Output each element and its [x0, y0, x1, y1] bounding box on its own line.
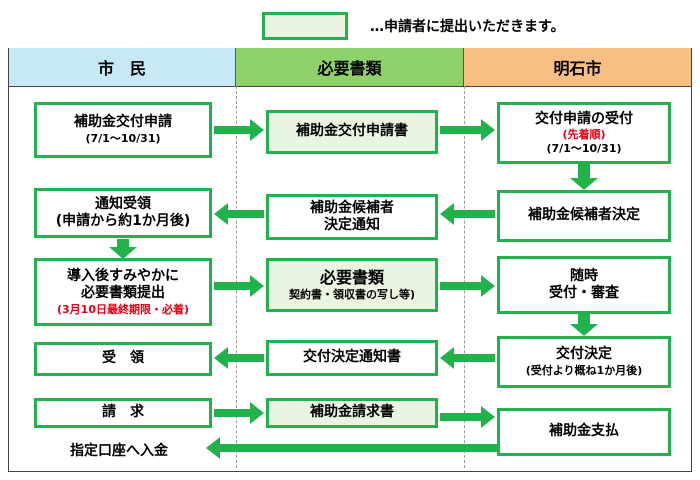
city-review-box: 随時 受付・審査: [497, 256, 671, 314]
doc-required-detail: 契約書・領収書の写し等): [288, 288, 416, 302]
city-payment-box: 補助金支払: [497, 408, 671, 456]
doc-application-label: 補助金交付申請書: [296, 123, 408, 140]
city-review-line2: 受付・審査: [549, 285, 619, 301]
doc-candidate-notice-line2: 決定通知: [324, 217, 380, 233]
arrow-down-accept-to-candidate: [570, 164, 598, 190]
citizen-receive-label: 受 領: [102, 350, 144, 367]
city-candidate-box: 補助金候補者決定: [497, 190, 671, 242]
citizen-deposit-label: 指定口座へ入金: [70, 443, 168, 459]
arrow-left-doc-to-notice: [214, 203, 264, 225]
citizen-apply-period: (7/1～10/31): [85, 131, 161, 145]
city-accept-box: 交付申請の受付 (先着順) (7/1～10/31): [497, 102, 671, 164]
legend-swatch: [262, 12, 348, 40]
citizen-apply-box: 補助金交付申請 (7/1～10/31): [34, 102, 212, 158]
city-review-line1: 随時: [570, 267, 598, 284]
column-header-citizen: 市 民: [9, 48, 236, 86]
arrow-right-submit-to-doc: [214, 275, 264, 297]
city-accept-order: (先着順): [562, 128, 606, 141]
citizen-submit-deadline: (3月10日最終期限・必着): [56, 302, 189, 316]
legend-text: …申請者に提出いただきます。: [370, 19, 565, 35]
citizen-submit-line1: 導入後すみやかに: [67, 267, 179, 284]
column-header-documents: 必要書類: [236, 48, 464, 86]
city-payment-label: 補助金支払: [549, 423, 619, 440]
header-bottom-border: [9, 86, 691, 87]
arrow-left-candidate-to-doc: [440, 203, 495, 225]
citizen-submit-box: 導入後すみやかに 必要書類提出 (3月10日最終期限・必着): [34, 258, 212, 326]
city-candidate-label: 補助金候補者決定: [528, 207, 640, 224]
city-grant-box: 交付決定 (受付より概ね1か月後): [497, 336, 671, 388]
city-accept-period: (7/1～10/31): [546, 141, 622, 155]
arrow-right-apply-to-doc: [214, 119, 264, 141]
doc-claim-form-label: 補助金請求書: [310, 404, 394, 421]
citizen-claim-box: 請 求: [34, 398, 212, 428]
city-accept-title: 交付申請の受付: [535, 110, 633, 127]
citizen-notice-box: 通知受領 (申請から約1か月後): [34, 188, 212, 238]
doc-grant-notice-box: 交付決定通知書: [266, 340, 438, 376]
arrow-right-claim-to-doc: [214, 402, 264, 424]
doc-candidate-notice-box: 補助金候補者 決定通知: [266, 194, 438, 240]
citizen-claim-label: 請 求: [102, 404, 144, 421]
doc-application-box: 補助金交付申請書: [266, 110, 438, 154]
arrow-down-notice-to-submit: [109, 239, 137, 259]
doc-required-title: 必要書類: [319, 268, 384, 288]
arrow-left-payment-to-deposit: [206, 437, 497, 459]
arrow-right-doc-to-review: [440, 275, 495, 297]
citizen-notice-timing: (申請から約1か月後): [55, 213, 191, 229]
arrow-right-claimform-to-payment: [440, 406, 495, 428]
doc-candidate-notice-line1: 補助金候補者: [310, 199, 394, 216]
doc-grant-notice-label: 交付決定通知書: [303, 349, 401, 366]
doc-claim-form-box: 補助金請求書: [266, 398, 438, 428]
citizen-apply-title: 補助金交付申請: [74, 114, 172, 131]
arrow-down-review-to-grant: [570, 314, 598, 336]
arrow-left-grant-to-doc: [440, 347, 495, 369]
city-grant-title: 交付決定: [556, 346, 612, 363]
column-divider: [236, 86, 237, 468]
column-divider: [464, 86, 465, 468]
arrow-left-doc-to-receive: [214, 347, 264, 369]
citizen-notice-title: 通知受領: [95, 195, 151, 212]
arrow-right-doc-to-accept: [440, 119, 495, 141]
citizen-submit-line2: 必要書類提出: [81, 285, 165, 302]
citizen-receive-box: 受 領: [34, 342, 212, 376]
doc-required-box: 必要書類 契約書・領収書の写し等): [266, 258, 438, 312]
column-header-city: 明石市: [464, 48, 691, 86]
city-grant-timing: (受付より概ね1か月後): [525, 363, 643, 377]
